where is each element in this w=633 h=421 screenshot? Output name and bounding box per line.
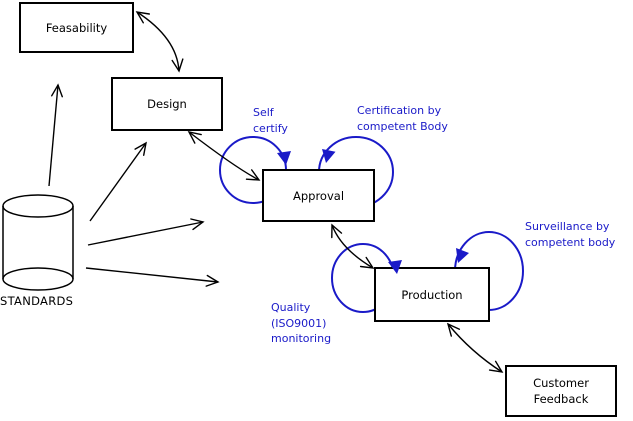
node-design: Design <box>111 77 223 131</box>
black-arrowhead-icon <box>190 218 205 231</box>
node-approval: Approval <box>262 169 375 222</box>
arrow-design-approval <box>188 131 260 181</box>
black-arrowhead-icon <box>135 11 150 24</box>
black-arrowhead-icon <box>488 360 504 373</box>
node-customer-feedback-label-line2: Feedback <box>533 392 589 406</box>
annotation-certification-line1: Certification by <box>357 104 442 117</box>
annotation-quality-monitoring: Quality (ISO9001) monitoring <box>271 300 331 347</box>
node-customer-feedback-label-line1: Customer <box>533 376 589 390</box>
arrow-standards-feasability <box>48 84 59 187</box>
black-arrowhead-icon <box>51 83 63 98</box>
node-design-label: Design <box>147 97 187 111</box>
annotation-surveillance-line1: Surveillance by <box>525 220 610 233</box>
arrow-feasability-design <box>136 11 180 72</box>
annotation-quality-line3: monitoring <box>271 332 332 345</box>
arrow-standards-design <box>89 142 147 222</box>
annotation-surveillance-line2: competent body <box>525 235 616 249</box>
node-production-label: Production <box>401 287 463 302</box>
annotation-self-certify-line2: certify <box>253 122 288 135</box>
black-arrowhead-icon <box>245 169 261 181</box>
loop-arrowhead-certification-icon <box>322 149 336 163</box>
annotation-certification: Certification by competent Body <box>357 103 448 135</box>
arrow-standards-production <box>85 267 219 283</box>
annotation-quality-line1: Quality <box>271 301 311 314</box>
black-arrowhead-icon <box>205 274 220 287</box>
standards-label: STANDARDS <box>0 294 74 308</box>
arrow-production-customer-feedback <box>447 323 503 373</box>
standards-cylinder-icon <box>2 194 74 291</box>
black-arrowhead-icon <box>331 223 343 239</box>
node-production: Production <box>374 267 490 322</box>
annotation-self-certify: Self certify <box>253 105 288 137</box>
black-arrowhead-icon <box>187 131 202 144</box>
node-feasability-label: Feasability <box>45 20 108 35</box>
black-arrowhead-icon <box>171 58 184 73</box>
loop-arrowhead-self-certify-icon <box>277 151 291 165</box>
node-customer-feedback: Customer Feedback <box>505 365 617 417</box>
black-arrowhead-icon <box>446 322 461 337</box>
annotation-quality-line2: (ISO9001) <box>271 316 327 330</box>
black-arrowhead-icon <box>359 256 375 269</box>
node-feasability: Feasability <box>19 2 134 53</box>
annotation-self-certify-line1: Self <box>253 106 274 119</box>
arrow-approval-production <box>331 224 374 269</box>
loop-arrowhead-surveillance-icon <box>456 248 469 263</box>
annotation-surveillance: Surveillance by competent body <box>525 219 615 250</box>
node-approval-label: Approval <box>292 188 345 203</box>
annotation-certification-line2: competent Body <box>357 120 448 133</box>
black-arrowhead-icon <box>134 141 147 156</box>
arrow-standards-approval <box>87 221 204 246</box>
